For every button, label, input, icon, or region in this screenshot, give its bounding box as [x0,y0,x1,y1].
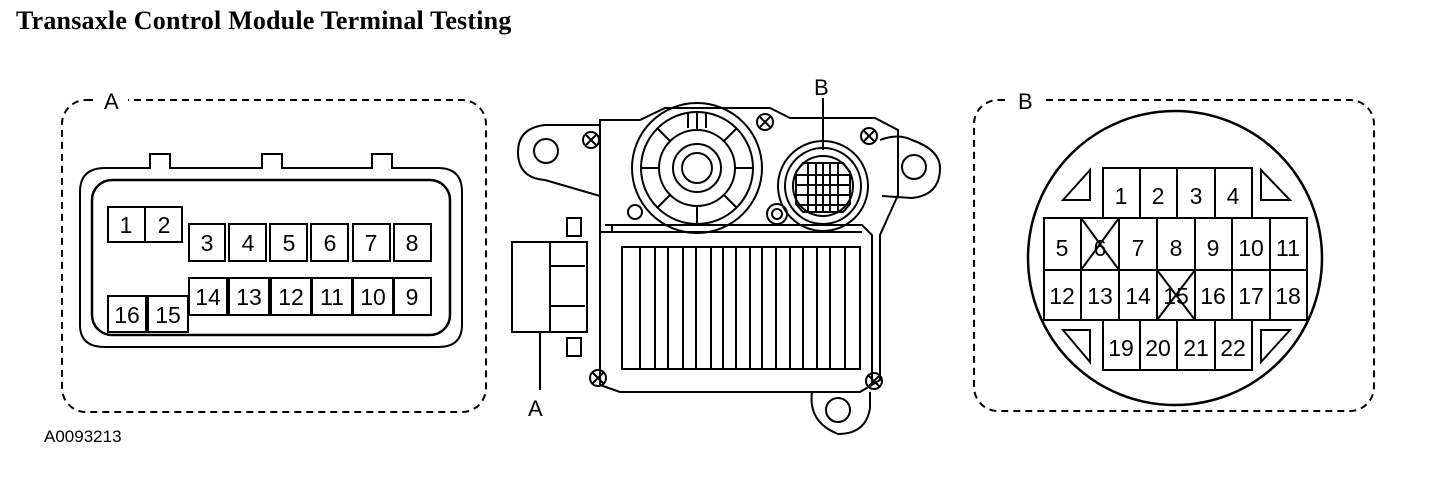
screw-icon [589,369,607,387]
connector-a-pin: 6 [324,230,337,256]
connector-b-pin: 5 [1056,235,1069,261]
connector-b-pin: 2 [1152,183,1165,209]
connector-a-pin: 8 [406,230,419,256]
module-heat-sink [621,246,861,370]
connector-a-pin: 2 [158,212,171,238]
connector-a-pin: 13 [236,284,262,310]
transaxle-control-module: B A [511,75,942,436]
connector-b-pin: 17 [1238,283,1264,309]
connector-a-pin: 4 [242,230,255,256]
connector-a-pin: 7 [365,230,378,256]
connector-b-pin: 18 [1275,283,1301,309]
connector-b-pin: 14 [1125,283,1151,309]
connector-a-inner-wall [90,178,452,337]
connector-b-pin: 9 [1207,235,1220,261]
connector-b-pin: 13 [1087,283,1113,309]
pin-6-cross-mark [1080,217,1120,271]
figure-id: A0093213 [44,427,122,446]
connector-b-pin: 15 [1163,283,1189,309]
connector-a-housing [79,153,463,348]
connector-b-label: B [1018,89,1033,114]
connector-a-pin: 14 [195,284,221,310]
connector-b-pin: 10 [1238,235,1264,261]
connector-a-pin: 9 [406,284,419,310]
module-connector-a-plug [511,217,588,357]
connector-b-pin: 21 [1183,335,1209,361]
connector-a-pin: 5 [283,230,296,256]
connector-a-pin: 3 [201,230,214,256]
connector-b-pin: 16 [1200,283,1226,309]
connector-b-pin: 12 [1049,283,1075,309]
connector-b-pin: 7 [1132,235,1145,261]
module-a-callout: A [528,396,543,421]
connector-b-pin: 4 [1227,183,1240,209]
connector-a-label: A [104,89,119,114]
connector-b-pin: 11 [1276,235,1300,261]
module-connector-b-socket [777,140,869,232]
connector-b-pin: 22 [1220,335,1246,361]
connector-b-pin: 1 [1115,183,1128,209]
connector-b-view: B 1 [973,89,1375,412]
screw-icon [582,131,600,149]
connector-a-pin: 10 [360,284,386,310]
connector-b-dashed-frame [973,99,1375,412]
connector-b-pin: 6 [1094,235,1107,261]
connector-a-pin: 12 [278,284,304,310]
connector-b-pin: 20 [1145,335,1171,361]
page-title: Transaxle Control Module Terminal Testin… [16,6,512,35]
connector-a-dashed-frame [61,99,487,413]
pin-15-cross-mark [1156,269,1196,321]
screw-icon [756,113,774,131]
connector-a-pin: 11 [320,284,344,310]
module-body-outline [599,107,899,393]
connector-a-pin: 15 [155,302,181,328]
screw-icon [865,372,883,390]
connector-b-pin: 19 [1108,335,1134,361]
module-b-callout: B [814,75,829,100]
connector-a-view: A 1 2 3 4 5 6 7 8 16 15 [61,89,487,413]
connector-b-pin: 8 [1170,235,1183,261]
connector-a-pin: 1 [120,212,133,238]
connector-b-pin: 3 [1190,183,1203,209]
gear-icon [631,102,763,234]
connector-a-pin: 16 [114,302,140,328]
screw-icon [860,127,878,145]
connector-b-housing [1026,109,1324,407]
